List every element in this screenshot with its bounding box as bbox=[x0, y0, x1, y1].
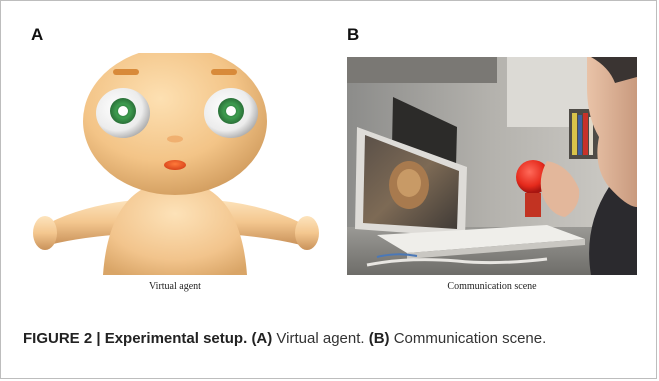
panel-b-label: B bbox=[347, 25, 360, 44]
panel-a-subcaption: Virtual agent bbox=[149, 281, 201, 292]
caption-label: FIGURE 2 | Experimental setup. bbox=[23, 330, 248, 347]
communication-scene-illustration bbox=[347, 57, 637, 275]
virtual-agent-image bbox=[29, 53, 321, 275]
caption-part-a-tag: (A) bbox=[251, 330, 273, 347]
panel-a-label: A bbox=[31, 25, 44, 44]
caption-part-a-text: Virtual agent. bbox=[272, 330, 369, 347]
figure-caption: FIGURE 2 | Experimental setup. (A) Virtu… bbox=[23, 328, 643, 350]
caption-part-b-text: Communication scene. bbox=[389, 330, 547, 347]
communication-scene-photo bbox=[347, 57, 637, 275]
caption-part-b-tag: (B) bbox=[368, 330, 390, 347]
panel-b-subcaption: Communication scene bbox=[447, 281, 537, 292]
virtual-agent-illustration bbox=[33, 53, 319, 275]
